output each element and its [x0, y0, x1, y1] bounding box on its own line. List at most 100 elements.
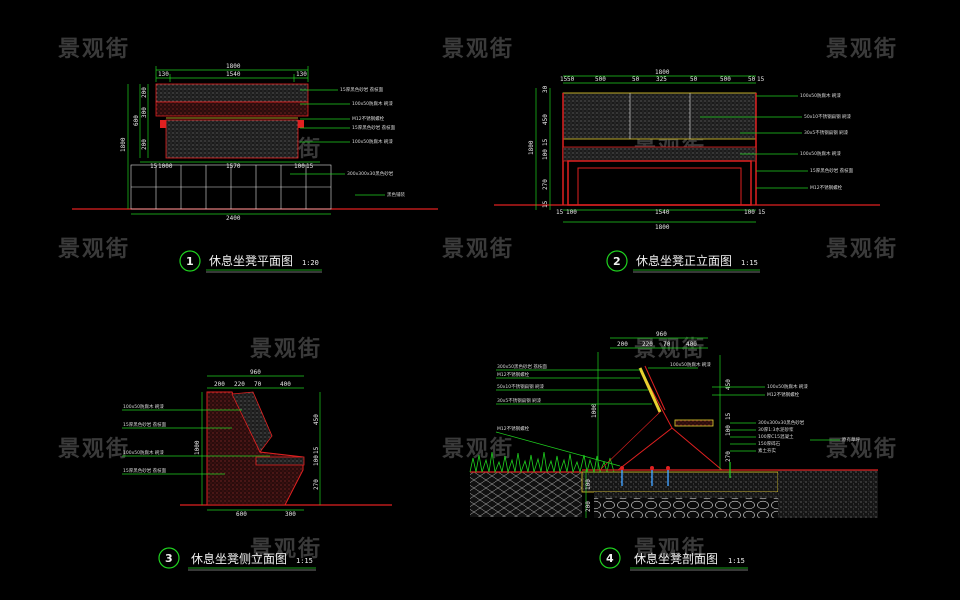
view-title-text: 休息坐凳侧立面图: [191, 551, 287, 566]
annotation: 300x300x30黑色砂岩: [347, 170, 394, 177]
dim-label: 1800: [120, 137, 127, 152]
dim-label: 130: [296, 71, 307, 78]
dim-label: 450: [725, 379, 732, 390]
dim-label: 270: [542, 179, 549, 190]
annotation: 15厚黑色砂岩 荔枝面: [810, 167, 854, 174]
dim-label: 1540: [655, 209, 670, 216]
dim-label: 1000: [194, 440, 201, 455]
dim-label: 1800: [655, 69, 670, 76]
stone-layer: [581, 471, 779, 493]
dim-label: 50: [690, 76, 698, 83]
annotation: M12不锈钢螺栓: [810, 184, 843, 191]
annotation: 100x50防腐木 刷漆: [800, 92, 841, 99]
seat-frame-inner: [577, 167, 742, 206]
view-title-text: 休息坐凳平面图: [209, 253, 293, 268]
dim-label: 100: [725, 425, 732, 436]
view-section: 960 200 220 70 400 1000 100 200 450 15 1…: [469, 331, 878, 571]
annotation: 黑色铺装: [387, 191, 405, 198]
dim-label: 50: [567, 76, 575, 83]
dim-label: 1000: [158, 163, 173, 170]
view-title-text: 休息坐凳正立面图: [636, 253, 732, 268]
view-scale: 1:15: [741, 259, 758, 267]
dim-label: 100: [566, 209, 577, 216]
dim-label: 325: [656, 76, 667, 83]
side-dimensions: 960 200 220 70 400 600 300 1000 450 15 1…: [194, 369, 321, 518]
dim-label: 100: [585, 479, 592, 490]
dim-label: 50: [632, 76, 640, 83]
backrest-side: [231, 391, 273, 453]
front-annotations: 100x50防腐木 刷漆 50x10不锈钢扁钢 刷漆 30x5不锈钢扁钢 刷漆 …: [700, 92, 854, 191]
view-scale: 1:20: [302, 259, 319, 267]
watermark-text: 景观街: [634, 536, 706, 562]
dim-label: 450: [313, 414, 320, 425]
dim-label: 70: [254, 381, 262, 388]
watermark-text: 景观街: [826, 236, 898, 262]
annotation: 15厚黑色砂岩 荔枝面: [123, 421, 167, 428]
dim-label: 200: [141, 139, 148, 150]
dim-label: 1000: [591, 403, 598, 418]
dim-label: 200: [141, 87, 148, 98]
dim-label: 100: [744, 209, 755, 216]
dim-label: 300: [141, 107, 148, 118]
dim-label: 200: [617, 341, 628, 348]
dim-label: 220: [642, 341, 653, 348]
view-title-text: 休息坐凳剖面图: [634, 551, 718, 566]
grass: [469, 451, 615, 474]
annotation: 100厚C15混凝土: [758, 433, 794, 440]
dim-label: 1540: [226, 71, 241, 78]
annotation: 50x10不锈钢扁钢 刷漆: [497, 383, 545, 390]
gravel-layer: [594, 498, 778, 518]
paving-grid: [130, 164, 332, 210]
dim-label: 500: [595, 76, 606, 83]
section-dimensions: 960 200 220 70 400 1000 100 200 450 15 1…: [585, 331, 732, 518]
annotation: 15厚黑色砂岩 荔枝面: [352, 124, 396, 131]
dim-label: 70: [663, 341, 671, 348]
dim-label: 15: [757, 76, 765, 83]
view-title: 4 休息坐凳剖面图 1:15: [599, 547, 748, 571]
annotation: M12不锈钢螺栓: [497, 425, 530, 432]
dim-label: 200: [214, 381, 225, 388]
view-front-elevation: 1800 15 50 500 50 325 50 500 50 15 15 10…: [494, 69, 880, 273]
dim-label: 300: [285, 511, 296, 518]
annotation: 15厚黑色砂岩 荔枝面: [340, 86, 384, 93]
view-number-circle: [599, 547, 621, 569]
dim-label: 450: [542, 114, 549, 125]
view-title: 2 休息坐凳正立面图 1:15: [606, 250, 760, 273]
backrest-panel: [562, 92, 757, 140]
dim-label: 400: [686, 341, 697, 348]
dim-label: 15: [560, 76, 568, 83]
view-number: 3: [165, 552, 173, 565]
watermark-text: 景观街: [826, 36, 898, 62]
dim-label: 960: [250, 369, 261, 376]
annotation: 100x50防腐木 刷漆: [800, 150, 841, 157]
view-title: 3 休息坐凳侧立面图 1:15: [158, 547, 316, 571]
view-number: 4: [606, 552, 614, 565]
post: [298, 120, 304, 128]
backrest-plan: [155, 83, 309, 103]
dim-label: 15: [556, 209, 564, 216]
annotation: M12不锈钢螺栓: [767, 391, 800, 398]
annotation: 150厚碎石: [758, 440, 781, 447]
dim-label: 100: [542, 149, 549, 160]
dim-label: 15: [758, 209, 766, 216]
plan-annotations: 15厚黑色砂岩 荔枝面 100x50防腐木 刷漆 M12不锈钢螺栓 15厚黑色砂…: [290, 86, 405, 198]
plan-dimensions: 1800 130 1540 130 2400 15 1000 1570 100 …: [120, 63, 331, 222]
dim-label: 15: [542, 200, 549, 208]
view-number: 1: [186, 255, 194, 268]
watermark-text: 景观街: [58, 36, 130, 62]
view-plan: 1800 130 1540 130 2400 15 1000 1570 100 …: [72, 63, 438, 273]
view-scale: 1:15: [728, 557, 745, 565]
watermark-text: 景观街: [58, 436, 130, 462]
watermark-text: 景观街: [250, 536, 322, 562]
dim-label: 50: [748, 76, 756, 83]
dim-label: 15: [306, 163, 314, 170]
dim-label: 15: [725, 412, 732, 420]
view-number-circle: [158, 547, 180, 569]
dim-label: 960: [656, 331, 667, 338]
backrest-section: [638, 367, 662, 413]
annotation: 100x50防腐木 刷漆: [352, 138, 393, 145]
seat-section: [674, 419, 714, 427]
view-scale: 1:15: [296, 557, 313, 565]
watermark-text: 景观街: [250, 336, 322, 362]
